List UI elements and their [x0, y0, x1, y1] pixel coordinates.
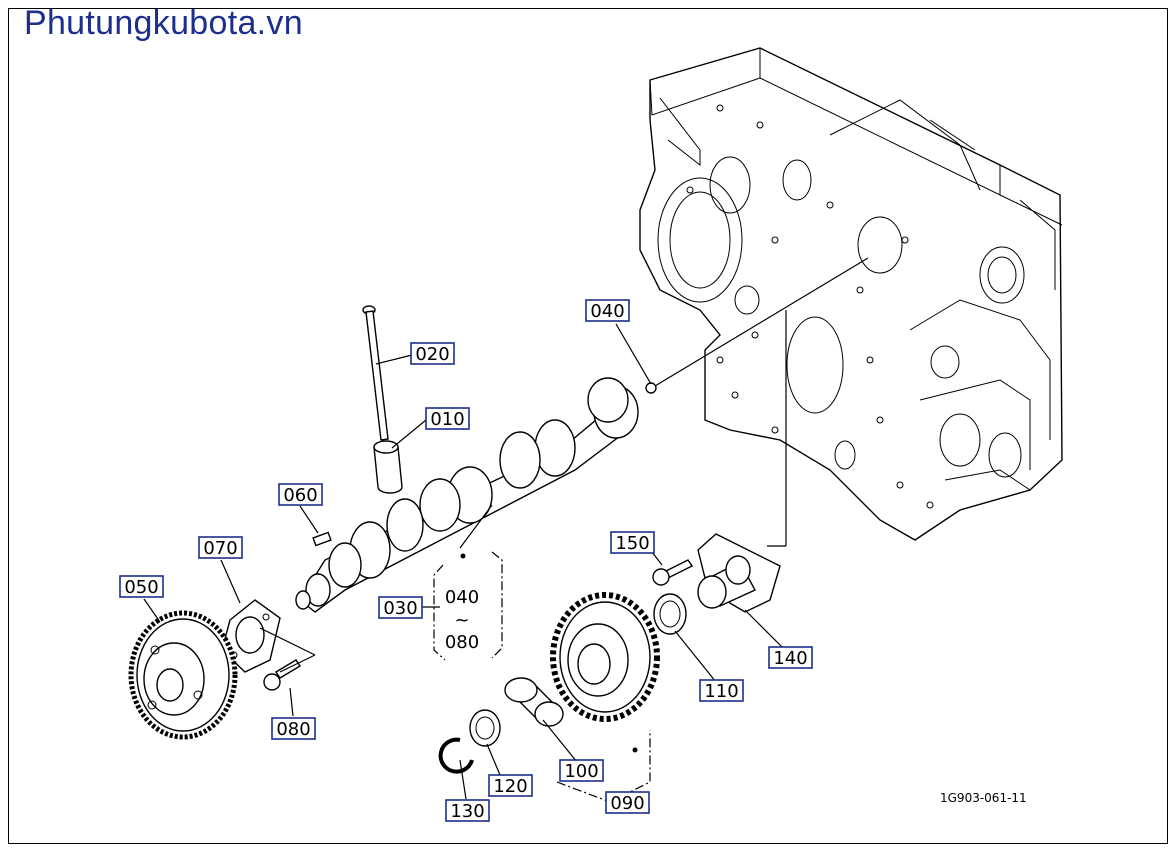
range-separator: ~	[454, 610, 469, 631]
camshaft-part	[295, 377, 639, 613]
callout-010[interactable]: 010	[425, 407, 470, 430]
callout-label: 150	[615, 533, 649, 554]
thrust-washer-part	[653, 593, 687, 635]
shaft-bolt-part	[652, 559, 694, 586]
leader-lines	[143, 257, 869, 800]
drawing-code: 1G903-061-11	[940, 791, 1027, 805]
engine-block-illustration	[639, 47, 1063, 541]
range-from: 040	[445, 587, 479, 608]
group-brackets	[433, 551, 651, 803]
callout-110[interactable]: 110	[699, 679, 744, 702]
camshaft-stopper-part	[221, 599, 281, 673]
callout-030[interactable]: 030	[378, 596, 423, 619]
callout-150[interactable]: 150	[610, 531, 655, 554]
bushing-part	[504, 677, 564, 727]
diagram-frame	[8, 8, 1168, 844]
callout-label: 090	[610, 793, 644, 814]
callout-label: 060	[283, 485, 317, 506]
idle-gear-shaft-part	[697, 533, 781, 613]
callout-label: 110	[704, 681, 738, 702]
cam-gear-part	[128, 610, 238, 740]
callout-label: 130	[450, 801, 484, 822]
callout-label: 100	[564, 761, 598, 782]
callout-050[interactable]: 050	[119, 575, 164, 598]
callout-090[interactable]: 090	[605, 791, 650, 814]
circlip-part	[438, 737, 474, 774]
idle-gear-part	[550, 592, 660, 722]
callout-label: 140	[773, 648, 807, 669]
brand-watermark: Phutungkubota.vn	[24, 4, 303, 42]
callout-040[interactable]: 040	[585, 299, 630, 322]
callout-070[interactable]: 070	[198, 536, 243, 559]
bolt-part	[263, 659, 301, 691]
collar-part	[469, 709, 501, 747]
callout-label: 050	[124, 577, 158, 598]
callout-label: 080	[276, 719, 310, 740]
push-rod-part	[362, 305, 389, 441]
callout-label: 120	[493, 776, 527, 797]
steel-ball-part	[645, 382, 657, 394]
callout-130[interactable]: 130	[445, 799, 490, 822]
callout-080[interactable]: 080	[271, 717, 316, 740]
range-to: 080	[445, 632, 479, 653]
callout-120[interactable]: 120	[488, 774, 533, 797]
tappet-part	[373, 440, 403, 494]
callout-label: 020	[415, 344, 449, 365]
range-note: 040 ~ 080	[445, 587, 479, 653]
callout-label: 010	[430, 409, 464, 430]
callout-label: 040	[590, 301, 624, 322]
callout-100[interactable]: 100	[559, 759, 604, 782]
callout-label: 070	[203, 538, 237, 559]
callout-060[interactable]: 060	[278, 483, 323, 506]
callout-label: 030	[383, 598, 417, 619]
callout-140[interactable]: 140	[768, 646, 813, 669]
feather-key-part	[312, 531, 332, 547]
callout-020[interactable]: 020	[410, 342, 455, 365]
